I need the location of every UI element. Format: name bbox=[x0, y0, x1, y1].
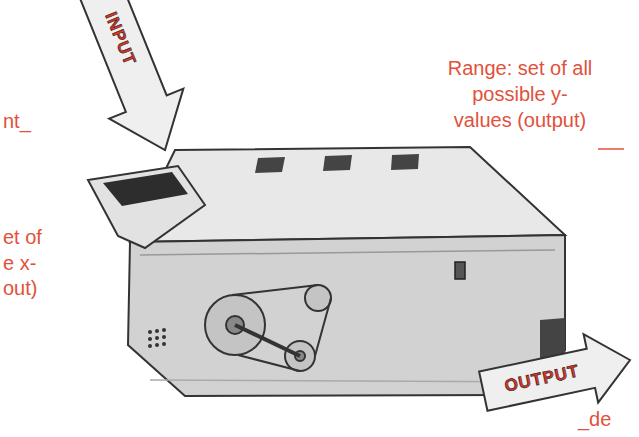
vent bbox=[391, 154, 419, 170]
cut-text: e x- bbox=[3, 250, 36, 276]
cut-text: out) bbox=[3, 275, 37, 301]
output-arrow bbox=[476, 326, 637, 426]
vent bbox=[255, 157, 285, 173]
cut-text: _de bbox=[578, 406, 611, 432]
cut-text: et of bbox=[3, 224, 42, 250]
range-definition: Range: set of all possible y-values (out… bbox=[445, 55, 595, 133]
blank-line bbox=[598, 148, 624, 150]
arrow-label: OUTPUT bbox=[503, 361, 581, 396]
cut-text: nt_ bbox=[3, 108, 31, 134]
vent bbox=[323, 155, 352, 171]
hopper bbox=[88, 166, 205, 248]
switch bbox=[455, 262, 465, 279]
input-arrow bbox=[57, 0, 202, 165]
hopper-opening bbox=[103, 172, 188, 206]
speaker-dots bbox=[148, 328, 166, 348]
pulleys bbox=[205, 285, 331, 371]
arrow-label: INPUT bbox=[100, 9, 140, 68]
